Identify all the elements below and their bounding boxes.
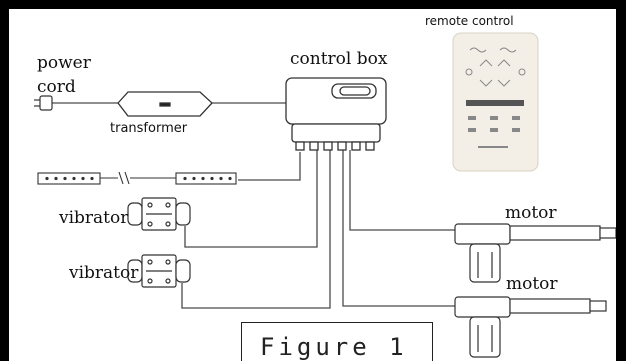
remote-control-label: remote control <box>425 14 514 28</box>
top-border <box>0 0 626 9</box>
transformer-icon <box>117 91 213 117</box>
motor-1-icon <box>454 223 616 283</box>
figure-caption: Figure 1 <box>260 333 408 361</box>
vibrator-1-label: vibrator <box>59 208 129 228</box>
vibrator-2-label: vibrator <box>69 263 139 283</box>
vibrator-2-icon <box>127 254 191 288</box>
vibrator-1-icon <box>127 197 191 231</box>
control-box-label: control box <box>290 49 388 69</box>
motor-1-cable <box>349 150 455 231</box>
motor-1-label: motor <box>505 203 557 223</box>
power-plug-icon <box>34 95 53 111</box>
light-strip-icon <box>37 171 237 185</box>
wiring-diagram <box>34 32 616 358</box>
vibrator-2-cable <box>181 150 331 309</box>
motor-2-icon <box>454 296 607 358</box>
motor-2-cable <box>342 150 455 307</box>
transformer-cable <box>212 98 289 104</box>
control-box-icon <box>285 77 387 151</box>
power-cord-label: power cord <box>37 53 91 97</box>
remote-control-icon <box>452 32 539 172</box>
transformer-label: transformer <box>110 121 188 136</box>
motor-2-label: motor <box>506 274 558 294</box>
light-strip-cable <box>238 152 301 181</box>
vibrator-1-cable <box>184 150 318 248</box>
figure-caption-box: Figure 1 <box>241 322 433 361</box>
diagram-panel: power cord transformer control box remot… <box>9 9 616 361</box>
